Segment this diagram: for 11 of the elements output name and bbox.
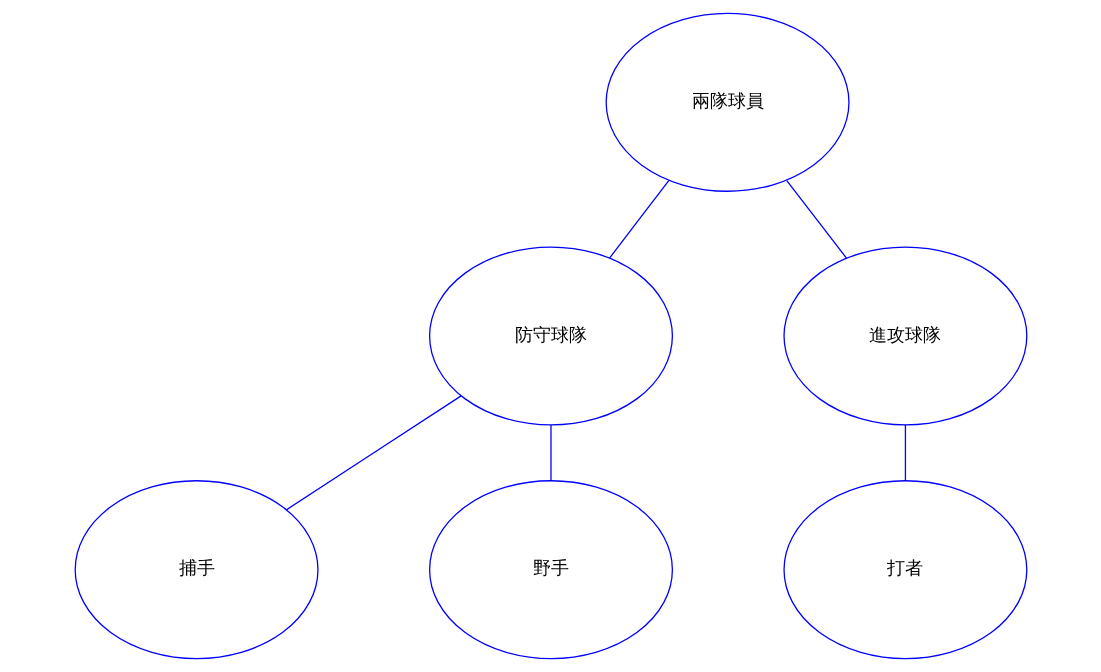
- node-ellipse: 進攻球隊: [782, 246, 1027, 426]
- node-ellipse: 打者: [782, 480, 1027, 660]
- connector: [549, 424, 552, 482]
- node-ellipse: 防守球隊: [428, 246, 673, 426]
- connector: [785, 179, 847, 259]
- node-ellipse: 兩隊球員: [605, 12, 850, 192]
- connector: [608, 179, 669, 259]
- node-ellipse: 野手: [428, 480, 673, 660]
- connector: [904, 424, 906, 482]
- node-ellipse: 捕手: [74, 480, 319, 660]
- connector: [285, 395, 462, 511]
